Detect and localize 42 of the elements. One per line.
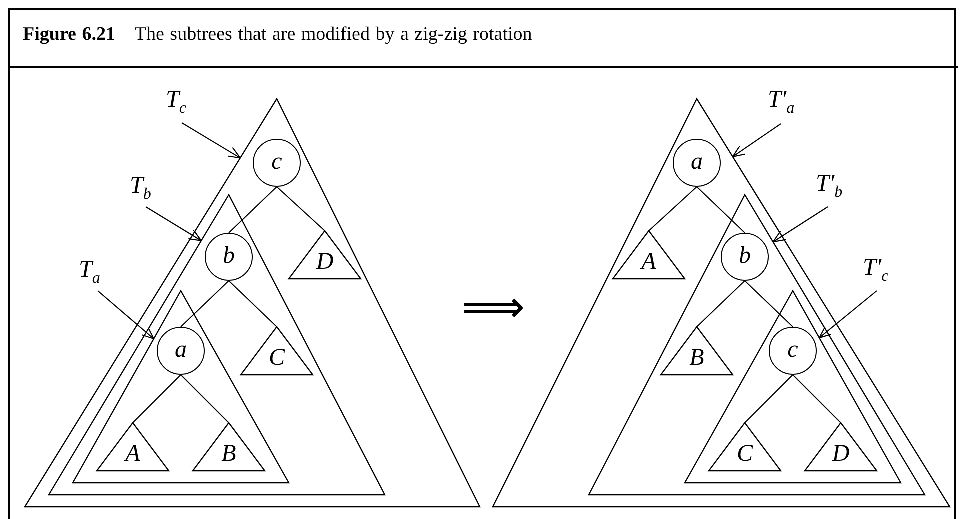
tree-branch-line bbox=[696, 280, 746, 328]
tree-node-circle: a bbox=[673, 139, 721, 187]
leader-arrow bbox=[182, 122, 241, 159]
leader-arrow bbox=[772, 206, 828, 243]
tree-node-circle: c bbox=[769, 327, 817, 375]
tree-branch-line bbox=[228, 186, 278, 234]
tree-branch-line bbox=[180, 374, 230, 424]
leader-arrow bbox=[146, 206, 202, 242]
tree-node-circle: c bbox=[253, 139, 301, 187]
subtree-label: T$_{c}$ bbox=[166, 88, 186, 117]
subtree-triangle: A bbox=[97, 423, 169, 471]
implies-symbol: ⟹ bbox=[462, 286, 526, 330]
subtree-triangle-outline bbox=[73, 291, 289, 483]
tree-branch-line bbox=[792, 374, 842, 424]
leader-arrow bbox=[732, 124, 782, 158]
subtree-triangle: D bbox=[805, 423, 877, 471]
figure-title: Figure 6.21 The subtrees that are modified by a zig-zig rotation bbox=[23, 24, 532, 46]
subtree-triangle: C bbox=[241, 327, 313, 375]
tree-node-circle: b bbox=[721, 233, 769, 281]
subtree-label: T′$_{b}$ bbox=[816, 172, 843, 201]
subtree-label: T$_{a}$ bbox=[79, 258, 100, 287]
subtree-label: T′$_{a}$ bbox=[768, 88, 795, 117]
tree-node-circle: a bbox=[157, 327, 205, 375]
subtree-triangle-outline bbox=[685, 291, 901, 483]
tree-branch-line bbox=[132, 374, 182, 424]
subtree-label: T$_{b}$ bbox=[130, 174, 152, 203]
tree-node-circle: b bbox=[205, 233, 253, 281]
subtree-triangle: B bbox=[193, 423, 265, 471]
tree-branch-line bbox=[228, 280, 278, 328]
subtree-triangle: D bbox=[289, 231, 361, 279]
tree-branch-line bbox=[696, 186, 746, 234]
subtree-triangle: A bbox=[613, 231, 685, 279]
leader-arrow bbox=[818, 290, 878, 339]
tree-branch-line bbox=[744, 280, 794, 328]
subtree-triangle: B bbox=[661, 327, 733, 375]
tree-branch-line bbox=[276, 186, 326, 232]
subtree-triangle: C bbox=[709, 423, 781, 471]
tree-branch-line bbox=[648, 186, 698, 232]
leader-arrow bbox=[98, 290, 155, 340]
tree-branch-line bbox=[180, 280, 230, 328]
subtree-label: T′$_{c}$ bbox=[863, 256, 889, 285]
tree-branch-line bbox=[744, 374, 794, 424]
